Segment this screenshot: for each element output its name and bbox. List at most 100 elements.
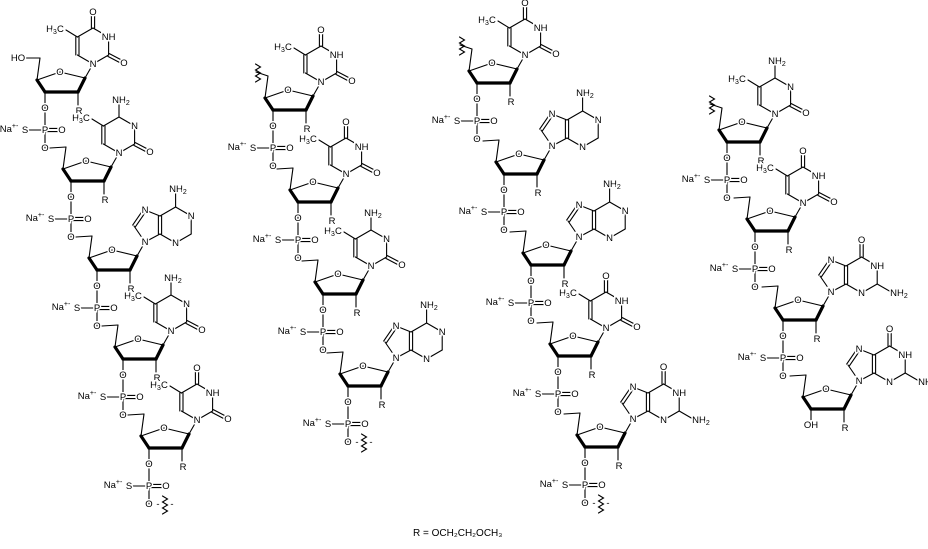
sulfur-label: S (732, 264, 738, 275)
double-bond (818, 258, 831, 276)
ring-oxygen-label: O (108, 245, 115, 256)
bond (379, 370, 390, 388)
double-bond (541, 114, 554, 132)
bond (180, 410, 198, 421)
bond (62, 160, 87, 170)
bond (459, 44, 473, 50)
r-group-label: R (154, 373, 161, 384)
bond (175, 206, 192, 217)
bond (482, 139, 500, 142)
bond (337, 173, 347, 189)
sulfur-label: S (481, 207, 487, 218)
amino-label: NH2​ (890, 288, 908, 300)
bond (468, 48, 473, 72)
bridging-oxygen-label: O (581, 498, 588, 509)
phosphorus-label: P (94, 303, 100, 314)
oxygen-label: O (58, 125, 65, 136)
bridging-oxygen-label: O (779, 371, 786, 382)
bond (524, 18, 542, 29)
bond (774, 77, 792, 88)
oxygen-label: O (796, 353, 803, 364)
sulfur-label: S (275, 235, 281, 246)
bond (395, 349, 412, 359)
bond (769, 210, 796, 218)
bond (819, 275, 832, 293)
sulfur-label: S (22, 125, 28, 136)
phosphorus-label: P (555, 389, 561, 400)
bond (746, 210, 771, 220)
sodium-counterion-label: Na+-​ (78, 390, 97, 402)
bond (802, 388, 827, 398)
wavy-bond-icon (360, 433, 368, 453)
wavy-bond-icon (254, 63, 262, 83)
bond (127, 413, 145, 416)
oxygen-label: O (136, 392, 143, 403)
bond (889, 372, 906, 383)
bond (758, 77, 776, 88)
oxygen-label: O (146, 147, 153, 158)
bond (304, 94, 315, 112)
bond (745, 217, 757, 233)
nitrogen-label: N (856, 344, 863, 355)
bond (822, 291, 832, 307)
sodium-counterion-label: Na+-​ (253, 233, 272, 245)
bond (536, 321, 554, 324)
sodium-counterion-label: Na+-​ (738, 351, 757, 363)
oxygen-label: O (779, 331, 786, 342)
oxygen-label: O (473, 94, 480, 105)
bond (61, 167, 73, 183)
double-bond (568, 205, 581, 223)
bond (118, 116, 136, 127)
double-bond (848, 349, 861, 367)
oxygen-label: O (41, 103, 48, 114)
bond (128, 254, 139, 272)
oxygen-label: O (342, 117, 349, 128)
phosphorus-label: P (345, 419, 351, 430)
phosphorus-label: P (146, 481, 152, 492)
double-bond (385, 326, 398, 344)
oxygen-label: O (361, 419, 368, 430)
bond (133, 225, 146, 243)
sodium-counterion-label: Na+-​ (52, 301, 71, 313)
nitrogen-label: N (886, 377, 893, 388)
bond (154, 343, 165, 361)
methyl-label: H3​C (728, 74, 746, 86)
bond (144, 233, 161, 243)
sodium-counterion-label: Na+-​ (682, 173, 701, 185)
ring-oxygen-label: O (359, 361, 366, 372)
nitrogen-label: N (131, 121, 138, 132)
oxygen-label: O (886, 324, 893, 335)
carbonyl-bond (621, 317, 637, 326)
bond (354, 229, 372, 240)
bond (747, 79, 760, 88)
bridging-oxygen-label: O (93, 321, 100, 332)
amino-label: NH2​ (603, 179, 621, 191)
double-bond (132, 208, 145, 226)
bond (467, 69, 479, 85)
nitrogen-label: N (856, 376, 863, 387)
oxygen-label: O (660, 362, 667, 373)
bond (566, 137, 584, 148)
double-bond (620, 385, 633, 403)
amino-label: NH2​ (164, 273, 182, 285)
imine-label: NH (615, 296, 629, 307)
bond (169, 385, 182, 394)
bond (802, 166, 820, 177)
bond (312, 81, 322, 97)
bond (562, 249, 573, 267)
bridging-oxygen-label: O (294, 253, 301, 264)
bond (830, 259, 847, 267)
double-bond (622, 387, 635, 405)
phosphorus-label: P (752, 264, 758, 275)
bond (605, 318, 623, 329)
bond (858, 372, 875, 382)
oxygen-label: O (500, 185, 507, 196)
bond (113, 345, 125, 361)
imine-label: NH (870, 261, 884, 272)
